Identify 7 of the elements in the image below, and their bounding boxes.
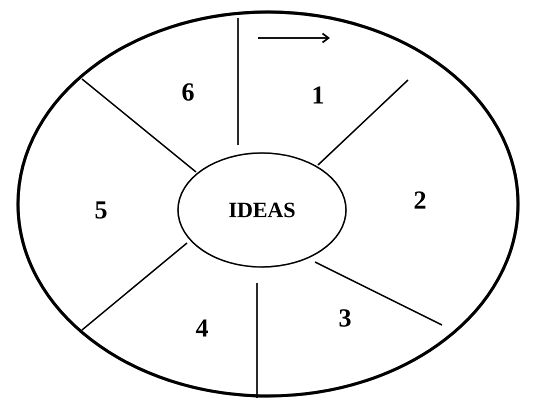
sector-number: 4 — [196, 319, 208, 337]
sector-number: 1 — [314, 86, 324, 104]
sector-number: 3 — [340, 309, 351, 327]
wheel-ellipse — [16, 10, 520, 398]
sector-number: 5 — [96, 201, 107, 219]
sector-number: 2 — [414, 191, 426, 209]
sector-number: 6 — [182, 83, 194, 101]
